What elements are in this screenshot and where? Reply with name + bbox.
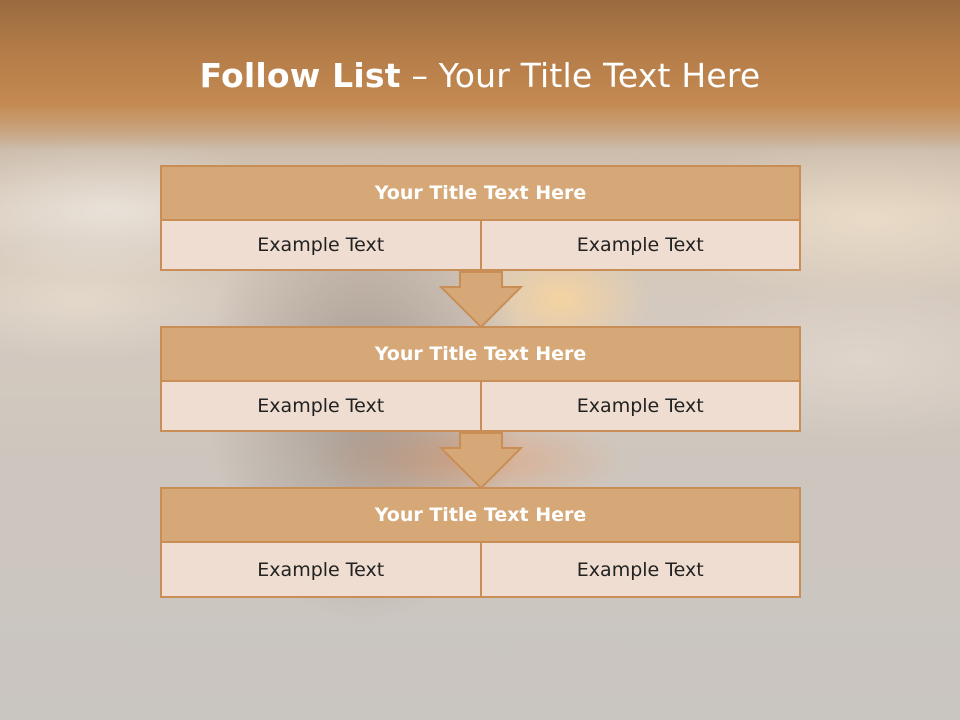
- block-cell-left: Example Text: [160, 543, 482, 598]
- header-band: [0, 0, 960, 150]
- title-rest: Your Title Text Here: [438, 56, 761, 95]
- block-row: Example Text Example Text: [160, 543, 801, 598]
- list-block-2: Your Title Text Here Example Text Exampl…: [160, 326, 801, 432]
- slide-title: Follow List – Your Title Text Here: [0, 56, 960, 96]
- block-title: Your Title Text Here: [160, 326, 801, 382]
- block-cell-left: Example Text: [160, 221, 482, 271]
- block-cell-left: Example Text: [160, 382, 482, 432]
- down-arrow-icon: [438, 432, 524, 490]
- block-cell-right: Example Text: [481, 221, 801, 271]
- title-bold-part: Follow List: [199, 56, 401, 95]
- list-block-3: Your Title Text Here Example Text Exampl…: [160, 487, 801, 598]
- block-row: Example Text Example Text: [160, 382, 801, 432]
- title-separator: –: [400, 56, 439, 95]
- down-arrow-icon: [438, 271, 524, 329]
- list-block-1: Your Title Text Here Example Text Exampl…: [160, 165, 801, 271]
- block-cell-right: Example Text: [481, 382, 801, 432]
- block-title: Your Title Text Here: [160, 165, 801, 221]
- block-row: Example Text Example Text: [160, 221, 801, 271]
- block-cell-right: Example Text: [481, 543, 801, 598]
- block-title: Your Title Text Here: [160, 487, 801, 543]
